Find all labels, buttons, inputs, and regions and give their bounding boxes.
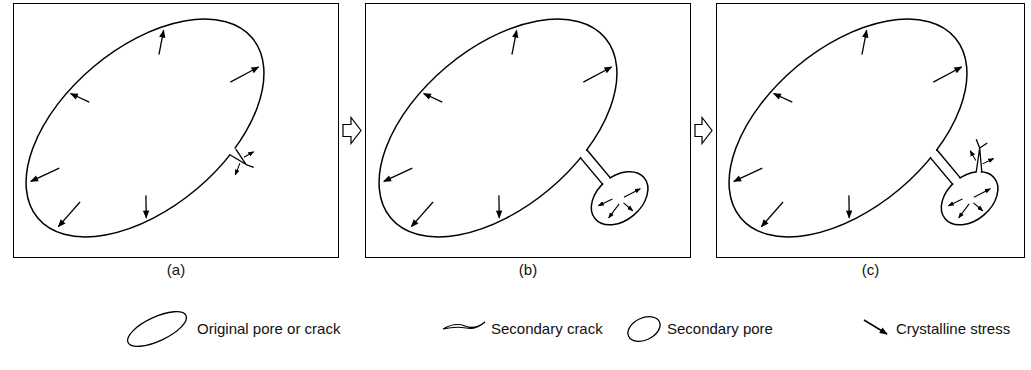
panel-b-drawing [339,0,704,336]
secondary-crack [960,135,1000,175]
panel-c-drawing [689,0,1031,336]
legend-crack-icon [443,322,485,329]
process-arrow [695,118,712,144]
stress-arrow [244,150,254,159]
legend-label: Original pore or crack [197,320,340,338]
stress-arrow [231,163,243,175]
panel-frame: (c) [716,3,1025,258]
legend-pore-icon [123,305,191,354]
process-arrow [343,118,361,144]
stress-arrow [969,151,978,161]
original-pore [0,0,304,279]
panel-label: (c) [717,261,1024,279]
legend-label: Crystalline stress [896,320,1010,338]
crack-gap [227,146,238,157]
stress-arrows [230,150,257,175]
secondary-crack [230,148,254,174]
secondary-pore [904,129,1008,236]
panel-label: (a) [14,261,338,279]
stress-arrow [983,156,994,166]
panel-frame: (a) [13,3,339,258]
panel-label: (b) [366,261,690,279]
original-pore [689,0,1006,279]
legend-secondary-pore-icon [624,312,664,346]
legend-label: Secondary crack [491,320,603,338]
legend-stress-icon [864,320,887,334]
secondary-pore [554,129,658,236]
panel-a-drawing [0,0,317,295]
legend-label: Secondary pore [667,320,773,338]
stress-arrows [969,142,994,168]
original-pore [339,0,656,279]
panel-frame: (b) [365,3,691,258]
